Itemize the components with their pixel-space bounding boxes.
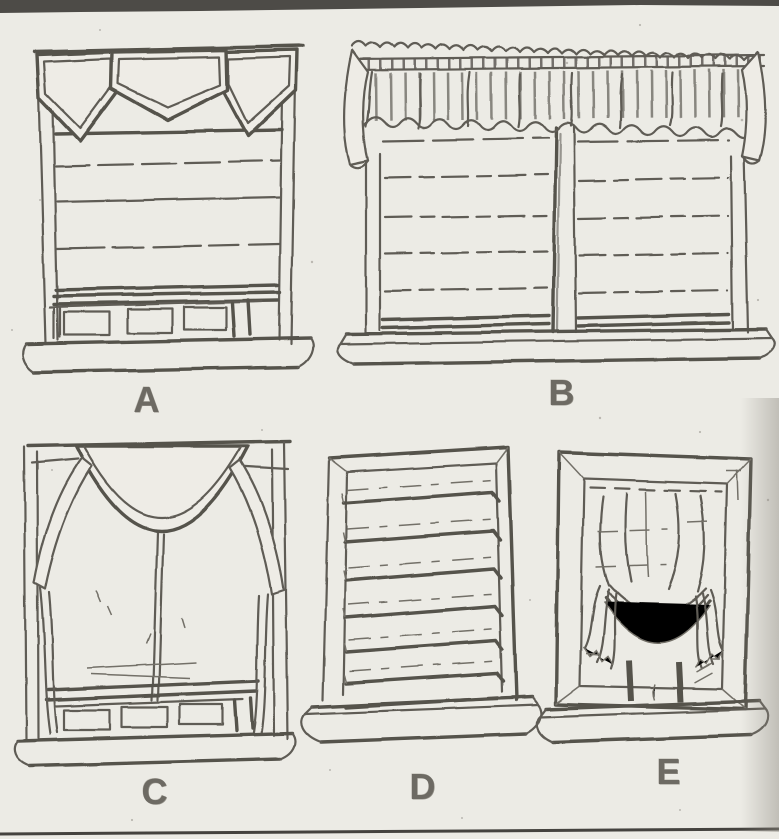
window-d-pleated-shade [341, 479, 505, 709]
window-e-tieup-shade [582, 491, 725, 670]
panel-label-d: D [409, 766, 437, 807]
paper-specks [11, 23, 770, 822]
window-e-frame [554, 450, 753, 711]
window-b-sill [336, 327, 776, 366]
window-d-sill [300, 695, 543, 744]
panel-label-b: B [548, 372, 576, 413]
window-d-frame [321, 445, 518, 702]
window-b-ruffle-valance [343, 40, 767, 169]
scan-edge-bottom [0, 827, 779, 836]
window-c-illustration [13, 439, 297, 768]
illustration-layer [13, 40, 776, 768]
panel-label-c: C [141, 771, 169, 812]
scan-edge-top [0, 0, 779, 13]
window-b-roman-shades [381, 136, 731, 330]
window-a-roman-shade [52, 128, 284, 306]
window-a-sill [21, 336, 314, 374]
window-c-lower-sash [54, 696, 254, 732]
window-a-lower-sash [48, 298, 264, 340]
window-b-frame [364, 124, 750, 334]
window-c-shade [44, 530, 260, 702]
window-a-pennant-valance [35, 48, 299, 143]
panel-label-a: A [133, 379, 161, 420]
window-e-illustration [536, 450, 769, 744]
window-d-illustration [300, 445, 543, 744]
panel-label-e: E [656, 751, 682, 792]
window-b-illustration [336, 40, 776, 366]
window-a-illustration [21, 44, 314, 374]
window-c-swag-valance [32, 444, 286, 596]
window-c-side-curtains [38, 586, 270, 736]
scan-shadow-right [741, 398, 779, 832]
window-c-sill [13, 731, 297, 768]
window-c-frame [22, 439, 292, 742]
window-e-panes [585, 653, 720, 703]
